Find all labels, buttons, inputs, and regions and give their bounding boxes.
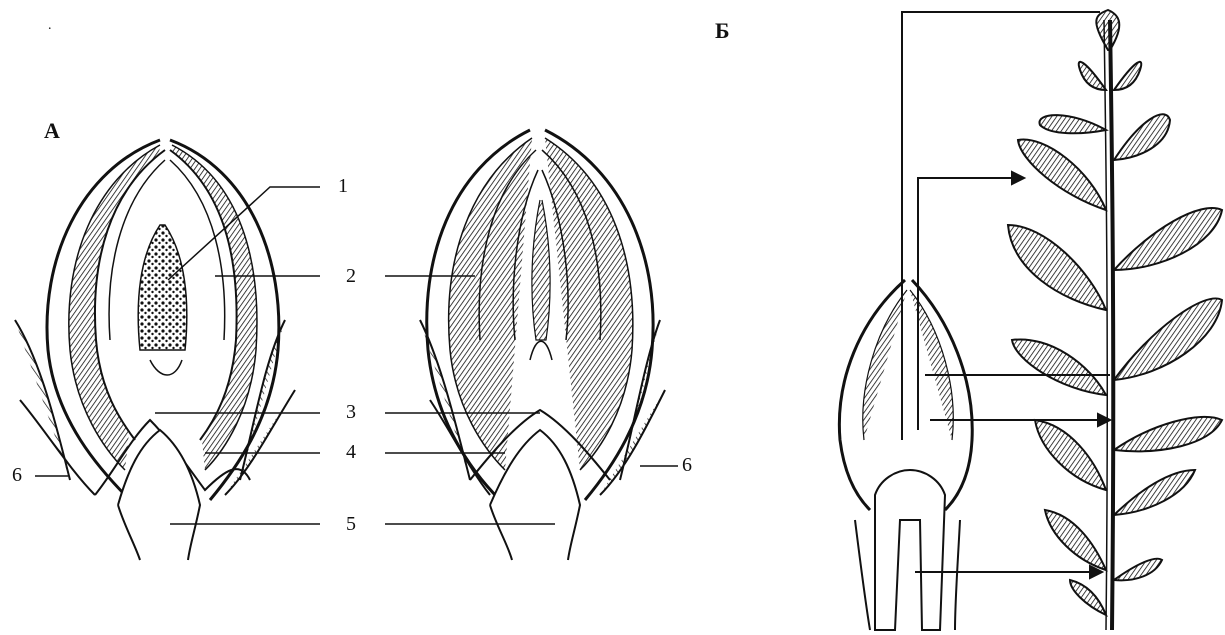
label-1: 1: [338, 175, 348, 198]
stray-dot: .: [48, 18, 52, 34]
label-5: 5: [346, 513, 356, 536]
panel-label-b: Б: [715, 18, 730, 44]
panel-label-a: А: [44, 118, 60, 144]
label-6-right: 6: [682, 454, 692, 477]
shoot-b: [1008, 10, 1222, 630]
label-4: 4: [346, 441, 356, 464]
label-3: 3: [346, 401, 356, 424]
vegetative-bud-section: [420, 130, 665, 560]
label-2: 2: [346, 265, 356, 288]
bud-b: [839, 280, 972, 630]
label-6-left: 6: [12, 464, 22, 487]
